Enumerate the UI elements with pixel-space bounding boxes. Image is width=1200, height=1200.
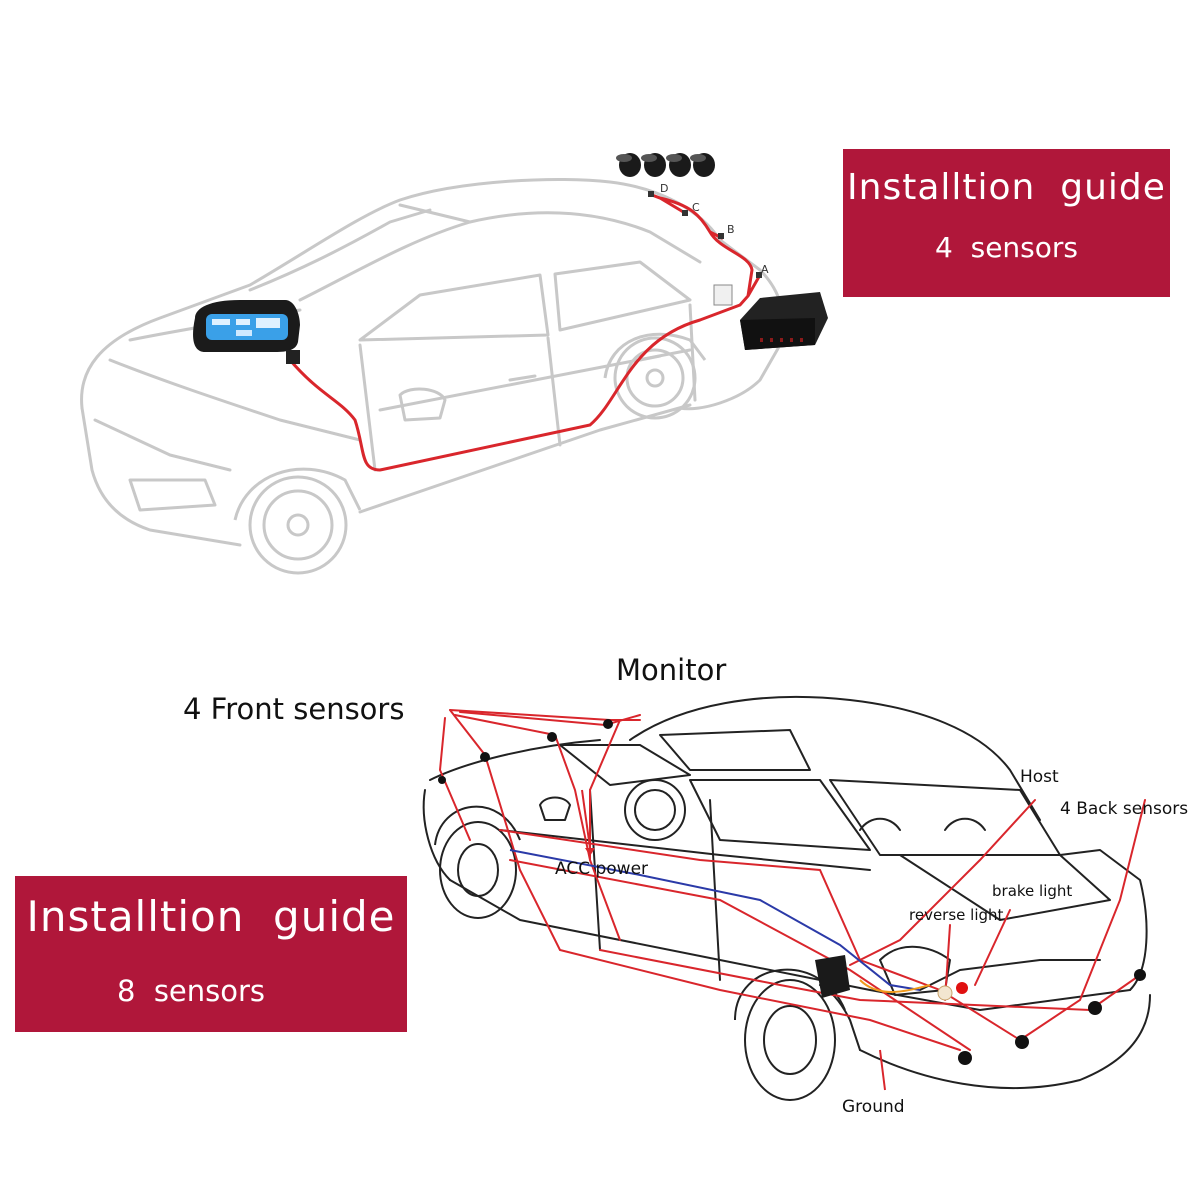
sensor-dot-b (718, 233, 724, 239)
sensor-marker-b: B (727, 223, 735, 236)
bottom-car-outline (422, 695, 1151, 1089)
reverse-light-icon (937, 985, 953, 1001)
label-back-sensors: 4 Back sensors (1060, 799, 1189, 819)
banner-4-sensors-title: Installtion guide (847, 167, 1166, 208)
control-box-icon (713, 284, 828, 350)
front-sensor-2 (547, 732, 557, 742)
sensor-dot-c (682, 210, 688, 216)
label-front-sensors: 4 Front sensors (183, 692, 405, 726)
banner-4-sensors: Installtion guide 4 sensors (843, 149, 1170, 297)
ground-pointer (879, 1049, 886, 1091)
label-acc-power: ACC power (555, 859, 649, 879)
top-car-diagram: D C B A (80, 153, 828, 575)
label-host: Host (1020, 767, 1059, 787)
sensor-marker-d: D (660, 182, 668, 195)
top-car-wheels (233, 332, 707, 575)
sensor-dot-a (756, 272, 762, 278)
signal-wires (509, 849, 931, 993)
sensor-marker-a: A (761, 263, 769, 276)
label-ground: Ground (842, 1097, 905, 1117)
back-sensor-3 (1088, 1001, 1102, 1015)
bottom-sensor-dots (438, 719, 1146, 1065)
brake-light-icon (956, 982, 968, 994)
front-sensor-3 (603, 719, 613, 729)
label-reverse-light: reverse light (909, 906, 1004, 924)
acc-pointer (581, 789, 591, 849)
top-wire (288, 193, 762, 472)
label-monitor: Monitor (616, 653, 727, 687)
back-sensor-4 (1134, 969, 1146, 981)
banner-4-sensors-subtitle: 4 sensors (935, 231, 1078, 264)
sensor-dot-d (648, 191, 654, 197)
banner-8-sensors-subtitle: 8 sensors (116, 974, 266, 1008)
banner-8-sensors-title: Installtion guide (26, 892, 396, 941)
host-box-icon (815, 955, 850, 998)
sensor-pucks-icon (616, 153, 715, 177)
lcd-display-icon (193, 300, 300, 364)
back-sensor-2 (1015, 1035, 1029, 1049)
front-sensor-4 (438, 776, 446, 784)
bottom-wires (438, 709, 1146, 1051)
top-sensor-markers: D C B A (648, 182, 769, 278)
front-sensor-1 (480, 752, 490, 762)
back-sensor-1 (958, 1051, 972, 1065)
sensor-marker-c: C (692, 201, 700, 214)
label-brake-light: brake light (992, 882, 1073, 900)
banner-8-sensors: Installtion guide 8 sensors (15, 876, 407, 1032)
